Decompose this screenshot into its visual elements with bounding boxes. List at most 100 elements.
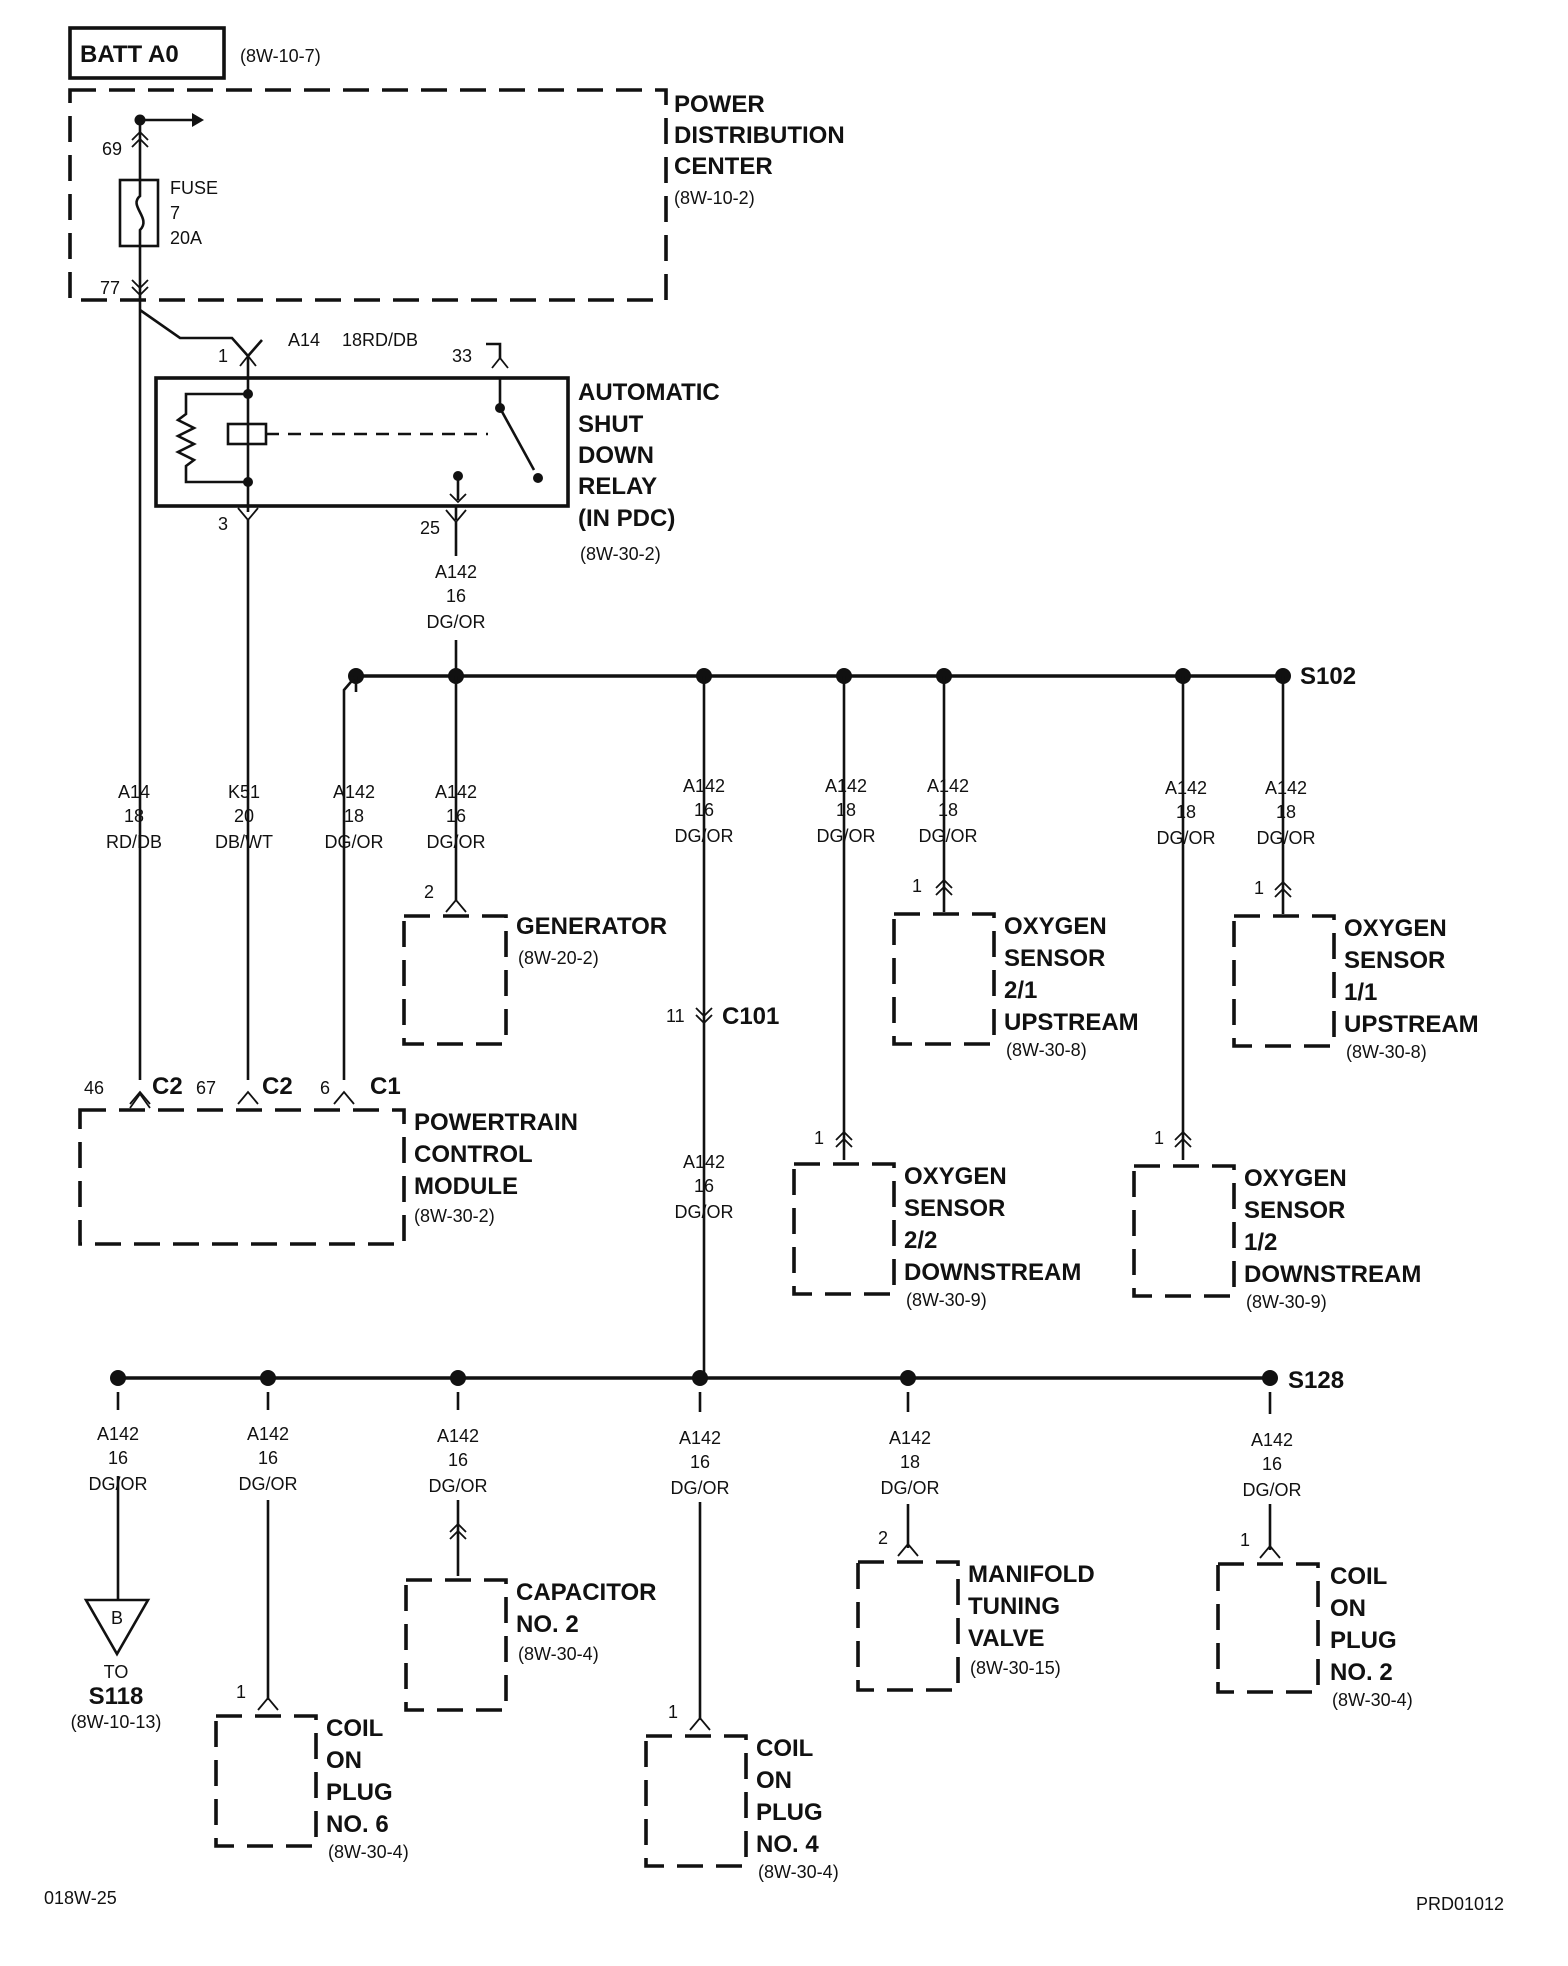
svg-text:CAPACITOR: CAPACITOR [516,1579,656,1606]
svg-text:(8W-30-8): (8W-30-8) [1346,1042,1427,1062]
powertrain-control-module: 46 C2 67 C2 6 C1 POWERTRAIN CONTROL MODU… [78,1073,578,1246]
svg-text:NO. 2: NO. 2 [516,1611,579,1638]
svg-text:1: 1 [218,346,228,366]
svg-text:A142: A142 [437,1426,479,1446]
svg-text:2/1: 2/1 [1004,977,1037,1004]
svg-text:1/1: 1/1 [1344,979,1377,1006]
svg-text:(8W-20-2): (8W-20-2) [518,948,599,968]
oxygen-sensor-2-2: A142 18 DG/OR 1 OXYGEN SENSOR 2/2 DOWNST… [792,676,1081,1310]
svg-text:1: 1 [1154,1128,1164,1148]
svg-text:NO. 4: NO. 4 [756,1831,819,1858]
svg-text:A142: A142 [1251,1430,1293,1450]
svg-text:SENSOR: SENSOR [1004,945,1105,972]
svg-text:PLUG: PLUG [326,1779,393,1806]
svg-text:16: 16 [690,1452,710,1472]
wire-labels-pcm: A14 18 RD/DB K51 20 DB/WT A142 18 DG/OR … [106,782,486,852]
svg-text:16: 16 [694,800,714,820]
svg-text:SENSOR: SENSOR [1344,947,1445,974]
svg-text:DG/OR: DG/OR [674,1202,733,1222]
svg-text:COIL: COIL [326,1715,383,1742]
svg-text:MANIFOLD: MANIFOLD [968,1561,1095,1588]
svg-text:A142: A142 [247,1424,289,1444]
svg-text:K51: K51 [228,782,260,802]
svg-text:OXYGEN: OXYGEN [1344,915,1447,942]
svg-text:2: 2 [878,1528,888,1548]
svg-text:RELAY: RELAY [578,473,657,500]
svg-text:67: 67 [196,1078,216,1098]
svg-text:DOWNSTREAM: DOWNSTREAM [1244,1261,1421,1288]
svg-text:DISTRIBUTION: DISTRIBUTION [674,122,845,149]
svg-text:DG/OR: DG/OR [674,826,733,846]
svg-text:BATT A0: BATT A0 [80,41,179,68]
power-distribution-center: POWER DISTRIBUTION CENTER (8W-10-2) 69 F… [68,88,845,302]
coil-on-plug-6: A142 16 DG/OR 1 COIL ON PLUG NO. 6 (8W-3… [214,1392,409,1862]
svg-text:TO: TO [104,1662,129,1682]
svg-text:(8W-10-7): (8W-10-7) [240,46,321,66]
svg-text:NO. 2: NO. 2 [1330,1659,1393,1686]
svg-text:1: 1 [1254,878,1264,898]
svg-text:1: 1 [668,1702,678,1722]
svg-text:DG/OR: DG/OR [918,826,977,846]
svg-text:SENSOR: SENSOR [1244,1197,1345,1224]
svg-text:SENSOR: SENSOR [904,1195,1005,1222]
svg-text:COIL: COIL [1330,1563,1387,1590]
svg-text:DG/OR: DG/OR [816,826,875,846]
svg-text:A142: A142 [927,776,969,796]
svg-text:A142: A142 [683,776,725,796]
svg-text:16: 16 [448,1450,468,1470]
svg-text:18: 18 [124,806,144,826]
svg-text:C2: C2 [262,1073,293,1100]
svg-text:DG/OR: DG/OR [88,1474,147,1494]
svg-text:16: 16 [694,1176,714,1196]
svg-text:RD/DB: RD/DB [106,832,162,852]
svg-text:DG/OR: DG/OR [426,612,485,632]
oxygen-sensor-2-1: A142 18 DG/OR 1 OXYGEN SENSOR 2/1 UPSTRE… [892,676,1139,1060]
svg-text:OXYGEN: OXYGEN [904,1163,1007,1190]
svg-text:C2: C2 [152,1073,183,1100]
svg-text:DOWN: DOWN [578,442,654,469]
svg-text:POWERTRAIN: POWERTRAIN [414,1109,578,1136]
coil-on-plug-4: A142 16 DG/OR 1 COIL ON PLUG NO. 4 (8W-3… [644,1392,839,1882]
svg-text:A14: A14 [288,330,320,350]
svg-text:S118: S118 [89,1683,144,1710]
svg-text:(8W-30-2): (8W-30-2) [580,544,661,564]
svg-text:18: 18 [344,806,364,826]
svg-text:20A: 20A [170,228,202,248]
svg-text:VALVE: VALVE [968,1625,1044,1652]
svg-text:DOWNSTREAM: DOWNSTREAM [904,1259,1081,1286]
svg-text:FUSE: FUSE [170,178,218,198]
svg-text:A142: A142 [1165,778,1207,798]
svg-text:DB/WT: DB/WT [215,832,273,852]
asd-relay: 1 A14 18RD/DB 33 3 25 AUTOMATIC SHUT DOW [154,330,720,564]
trunk-wire: A142 16 DG/OR 11 C101 A142 16 DG/OR [666,676,779,1380]
svg-text:16: 16 [1262,1454,1282,1474]
to-splice-s118: A142 16 DG/OR B TO S118 (8W-10-13) [71,1392,162,1732]
svg-text:ON: ON [326,1747,362,1774]
splice-s102: S102 [348,663,1356,690]
svg-text:(8W-30-4): (8W-30-4) [1332,1690,1413,1710]
svg-text:A142: A142 [679,1428,721,1448]
svg-text:(8W-30-15): (8W-30-15) [970,1658,1061,1678]
svg-text:DG/OR: DG/OR [324,832,383,852]
generator: 2 GENERATOR (8W-20-2) [402,882,667,1046]
svg-text:18RD/DB: 18RD/DB [342,330,418,350]
svg-text:(8W-10-13): (8W-10-13) [71,1712,162,1732]
svg-text:(8W-30-8): (8W-30-8) [1006,1040,1087,1060]
battery-source: BATT A0 (8W-10-7) [68,26,321,80]
svg-text:18: 18 [1176,802,1196,822]
fuse: FUSE 7 20A [118,178,218,248]
svg-text:OXYGEN: OXYGEN [1244,1165,1347,1192]
svg-text:ON: ON [756,1767,792,1794]
svg-text:DG/OR: DG/OR [1242,1480,1301,1500]
svg-text:PLUG: PLUG [1330,1627,1397,1654]
svg-text:3: 3 [218,514,228,534]
svg-text:DG/OR: DG/OR [426,832,485,852]
svg-text:16: 16 [258,1448,278,1468]
svg-text:1: 1 [912,876,922,896]
splice-s128: S128 [110,1367,1344,1394]
svg-text:GENERATOR: GENERATOR [516,913,667,940]
oxygen-sensor-1-1: A142 18 DG/OR 1 OXYGEN SENSOR 1/1 UPSTRE… [1232,676,1479,1062]
footer-left-code: 018W-25 [44,1888,117,1908]
svg-text:CENTER: CENTER [674,153,773,180]
